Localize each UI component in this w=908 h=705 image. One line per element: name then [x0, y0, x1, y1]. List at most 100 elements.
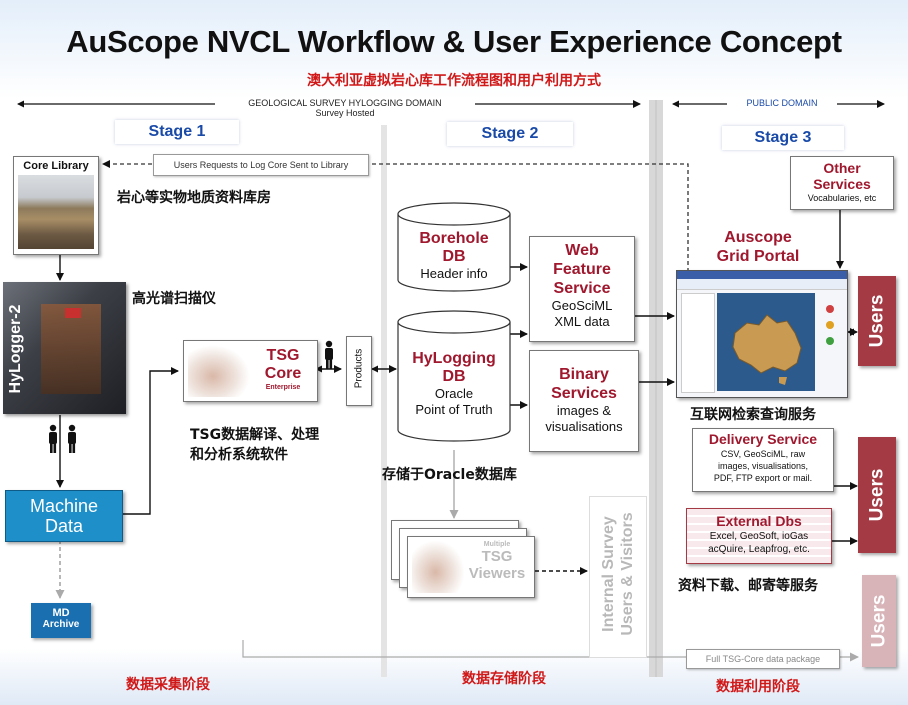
wfs-line2: Feature [553, 261, 611, 278]
users-label-1: Users [866, 294, 888, 348]
binary-line4: visualisations [545, 419, 623, 434]
hylogging-db-text: HyLogging DB Oracle Point of Truth [398, 350, 510, 418]
portal-line2: Grid Portal [716, 248, 800, 265]
tsg-core-line1: TSG [266, 347, 300, 364]
external-line1: Excel, GeoSoft, ioGas [709, 531, 809, 542]
portal-line1: Auscope [724, 229, 792, 246]
md-archive-box: MD Archive [31, 603, 91, 638]
phase-storage: 数据存储阶段 [462, 671, 546, 687]
md-archive-line1: MD [52, 607, 70, 619]
external-line2: acQuire, Leapfrog, etc. [708, 544, 810, 555]
hylogging-db-line1: HyLogging [412, 350, 496, 367]
other-services-line3: Vocabularies, etc [807, 193, 877, 203]
wfs-line1: Web [565, 242, 599, 259]
products-label: Products [353, 348, 365, 389]
other-services-line1: Other [823, 160, 861, 176]
internal-users-line2: Users & Visitors [619, 512, 636, 636]
tsg-core-line2: Core [264, 365, 302, 382]
core-library-box: Core Library [13, 156, 99, 255]
hylogging-db-line4: Point of Truth [415, 402, 493, 417]
stage-1-label: Stage 1 [115, 120, 239, 144]
tsg-viewers-line1: Multiple [483, 541, 511, 548]
binary-services-box: Binary Services images & visualisations [529, 350, 639, 452]
hylogger-photo: HyLogger-2 [3, 282, 126, 414]
tsg-viewers-box: Multiple TSG Viewers [407, 536, 535, 598]
portal-cn: 互联网检索查询服务 [690, 407, 816, 423]
users-box-delivery: Users [858, 437, 896, 553]
delivery-service-box: Delivery Service CSV, GeoSciML, raw imag… [692, 428, 834, 492]
users-label-2: Users [866, 468, 888, 522]
wfs-box: Web Feature Service GeoSciML XML data [529, 236, 635, 342]
hylogging-db-line2: DB [442, 368, 466, 385]
analyst-icon [322, 340, 336, 370]
australia-map-icon [732, 314, 802, 385]
phase-utilization: 数据利用阶段 [716, 679, 800, 695]
diagram-subtitle-cn: 澳大利亚虚拟岩心库工作流程图和用户利用方式 [307, 73, 601, 89]
machine-data-box: Machine Data [5, 490, 123, 542]
geological-domain-label: GEOLOGICAL SURVEY HYLOGGING DOMAIN Surve… [215, 98, 475, 118]
hylogger-label: HyLogger-2 [7, 304, 24, 394]
delivery-line1: CSV, GeoSciML, raw [720, 449, 806, 459]
portal-toolbar [677, 279, 847, 290]
tsg-core-cn-line1: TSG数据解译、处理 [190, 427, 320, 443]
hylogging-db-cn: 存储于Oracle数据库 [382, 467, 517, 483]
tsg-core-line3: Enterprise [265, 384, 301, 391]
external-dbs-box: External Dbs Excel, GeoSoft, ioGas acQui… [686, 508, 832, 564]
delivery-line3: PDF, FTP export or mail. [713, 473, 813, 483]
delivery-line2: images, visualisations, [717, 461, 809, 471]
internal-users-line1: Internal Survey [600, 516, 617, 632]
machine-data-line2: Data [44, 516, 84, 536]
hylogging-db-line3: Oracle [434, 386, 474, 401]
other-services-line2: Services [813, 176, 871, 192]
machine-data-line1: Machine [29, 496, 99, 516]
binary-line2: Services [551, 385, 617, 402]
hylogging-db-cylinder [397, 310, 511, 442]
users-label-3: Users [868, 594, 890, 648]
hylogger-light [65, 308, 81, 318]
md-archive-line2: Archive [42, 619, 80, 630]
external-title: External Dbs [716, 513, 802, 529]
stage-2-label: Stage 2 [447, 122, 573, 146]
users-box-portal: Users [858, 276, 896, 366]
borehole-db-line2: DB [442, 248, 466, 265]
binary-line1: Binary [559, 366, 609, 383]
hylogger-cn: 高光谱扫描仪 [132, 291, 216, 307]
core-library-cn: 岩心等实物地质资料库房 [117, 190, 271, 206]
portal-screenshot [676, 270, 848, 398]
user-request-label: Users Requests to Log Core Sent to Libra… [153, 154, 369, 176]
users-box-package: Users [862, 575, 896, 667]
portal-sidebar [681, 293, 715, 393]
borehole-db-text: Borehole DB Header info [398, 230, 510, 282]
stage-3-label: Stage 3 [722, 126, 844, 150]
portal-markers [819, 301, 841, 371]
portal-title: Auscope Grid Portal [700, 228, 816, 266]
wfs-line4: GeoSciML [551, 298, 613, 313]
borehole-db-line3: Header info [420, 266, 488, 281]
core-library-photo [18, 175, 94, 249]
public-domain-label: PUBLIC DOMAIN [727, 98, 837, 108]
tsg-viewer-graphic [412, 541, 464, 593]
borehole-db-line1: Borehole [419, 230, 489, 247]
borehole-db-cylinder [397, 202, 511, 292]
diagram-title: AuScope NVCL Workflow & User Experience … [66, 24, 842, 59]
internal-users-text: Internal Survey Users & Visitors [599, 494, 637, 654]
tsg-viewers-line2: TSG [481, 548, 513, 565]
tsg-core-cn-line2: 和分析系统软件 [190, 447, 288, 463]
full-package-label: Full TSG-Core data package [686, 649, 840, 669]
tsg-viewers-text: Multiple TSG Viewers [464, 541, 530, 582]
tsg-core-graphic [188, 345, 250, 397]
hylogger-machine [41, 304, 101, 394]
other-services-box: Other Services Vocabularies, etc [790, 156, 894, 210]
external-cn: 资料下载、邮寄等服务 [678, 578, 818, 594]
portal-window-bar [677, 271, 847, 279]
portal-map [717, 293, 815, 391]
internal-users-box: Internal Survey Users & Visitors [589, 496, 647, 658]
operators-icon [46, 424, 80, 454]
delivery-title: Delivery Service [708, 431, 818, 447]
tsg-viewers-line3: Viewers [468, 565, 526, 582]
tsg-core-box: TSG Core Enterprise [183, 340, 318, 402]
products-box: Products [346, 336, 372, 406]
core-library-label: Core Library [23, 160, 89, 172]
